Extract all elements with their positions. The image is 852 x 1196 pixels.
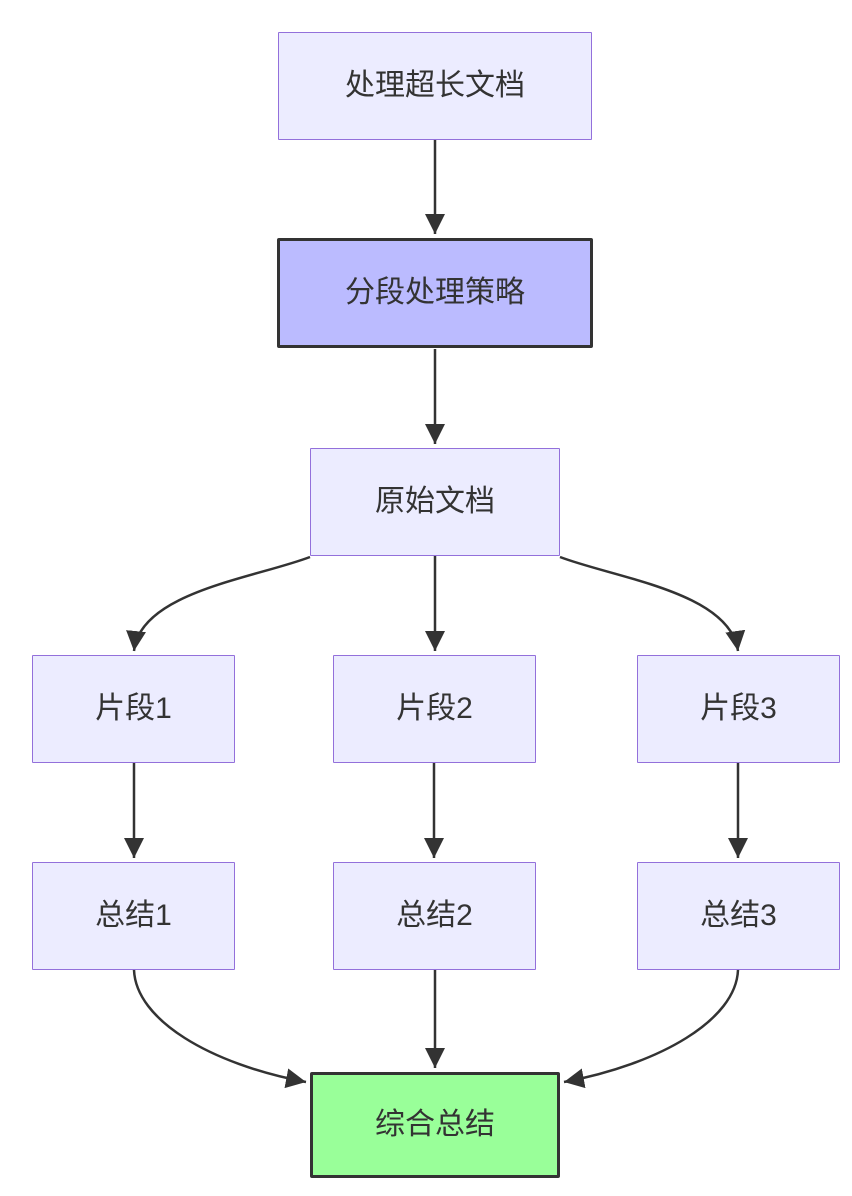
node-summary-1: 总结1 [32,862,235,970]
edge-original-to-fragment-1 [126,555,311,652]
edge-original-to-fragment-3 [559,555,746,652]
node-final-summary: 综合总结 [310,1072,560,1178]
edge-summary-1-to-final [132,969,307,1089]
node-fragment-1: 片段1 [32,655,235,763]
node-original-document: 原始文档 [310,448,560,556]
edge-summary-3-to-final [563,969,740,1089]
node-fragment-2: 片段2 [333,655,536,763]
node-summary-3: 总结3 [637,862,840,970]
node-summary-2: 总结2 [333,862,536,970]
node-process-long-document: 处理超长文档 [278,32,592,140]
node-segmentation-strategy: 分段处理策略 [277,238,593,348]
node-fragment-3: 片段3 [637,655,840,763]
